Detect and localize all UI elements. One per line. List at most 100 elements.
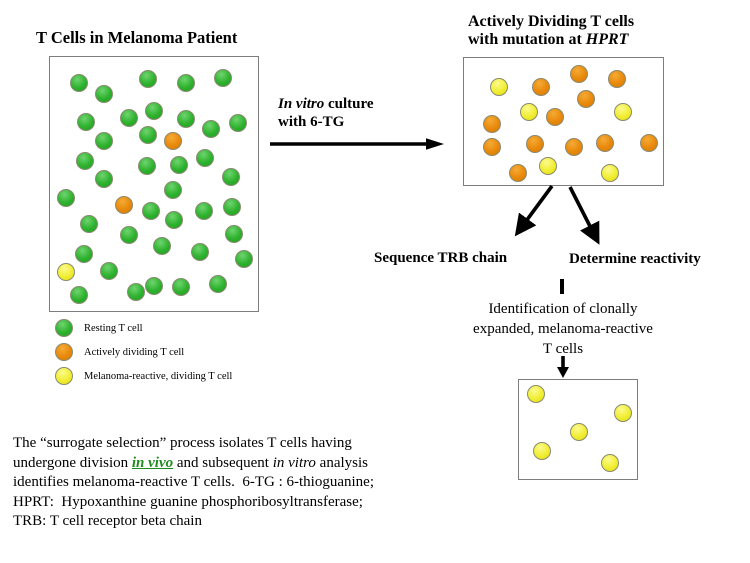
legend-label: Resting T cell (84, 322, 143, 334)
green-cell (120, 109, 138, 127)
green-cell (80, 215, 98, 233)
green-cell (145, 277, 163, 295)
text-segment: TRB: T cell receptor beta chain (13, 513, 202, 529)
legend-item: Resting T cell (55, 319, 232, 337)
green-cell (153, 237, 171, 255)
green-cell (170, 156, 188, 174)
text-segment: with 6-TG (278, 114, 345, 130)
green-cell (191, 243, 209, 261)
orange-cell (483, 138, 501, 156)
green-cell (139, 126, 157, 144)
yellow-cell (601, 164, 619, 182)
green-cell (70, 74, 88, 92)
text-segment: in vivo (131, 454, 174, 471)
green-cell (139, 70, 157, 88)
orange-cell (608, 70, 626, 88)
green-cell (145, 102, 163, 120)
orange-cell (546, 108, 564, 126)
green-cell (100, 262, 118, 280)
down-arrow-icon (557, 356, 569, 378)
green-cell (196, 149, 214, 167)
yellow-cell (614, 103, 632, 121)
green-cell (57, 189, 75, 207)
legend-item: Actively dividing T cell (55, 343, 232, 361)
orange-cell (483, 115, 501, 133)
green-cell (177, 74, 195, 92)
green-cell (172, 278, 190, 296)
caption-text: The “surrogate selection” process isolat… (13, 434, 493, 532)
text-segment: HPRT: Hypoxanthine guanine phosphoribosy… (13, 493, 363, 510)
isolated-tcells-box (518, 379, 638, 480)
text-segment: HPRT (585, 31, 629, 48)
green-cell (76, 152, 94, 170)
green-cell (127, 283, 145, 301)
yellow-cell (527, 385, 545, 403)
yellow-cell (57, 263, 75, 281)
culture-step-label: In vitro culture with 6-TG (278, 95, 374, 131)
text-segment: analysis (315, 454, 368, 471)
text-segment: culture (324, 96, 374, 112)
green-cell (202, 120, 220, 138)
green-cell (77, 113, 95, 131)
green-cell (138, 157, 156, 175)
text-segment: and subsequent (173, 454, 273, 471)
text-segment: In vitro (278, 96, 325, 112)
text-segment: identifies melanoma-reactive T cells. 6-… (13, 474, 374, 490)
green-cell (222, 168, 240, 186)
orange-cell (596, 134, 614, 152)
green-cell (164, 181, 182, 199)
yellow-cell (539, 157, 557, 175)
orange-cell (565, 138, 583, 156)
right-arrow-icon (270, 138, 444, 150)
green-cell-swatch-icon (55, 319, 73, 337)
left-panel-title: T Cells in Melanoma Patient (36, 28, 238, 47)
sequence-trb-label: Sequence TRB chain (374, 250, 508, 266)
yellow-cell (533, 442, 551, 460)
green-cell (142, 202, 160, 220)
green-cell (70, 286, 88, 304)
yellow-cell (520, 103, 538, 121)
right-panel-title: Actively Dividing T cells with mutation … (468, 13, 634, 49)
orange-cell (577, 90, 595, 108)
dividing-tcells-box (463, 57, 664, 186)
determine-reactivity-label: Determine reactivity (569, 251, 701, 267)
green-cell (214, 69, 232, 87)
orange-cell (509, 164, 527, 182)
orange-cell-swatch-icon (55, 343, 73, 361)
legend-label: Actively dividing T cell (84, 346, 185, 358)
branch-arrows-icon (514, 184, 600, 245)
orange-cell (115, 196, 133, 214)
text-segment: in vitro (272, 454, 316, 471)
legend-item: Melanoma-reactive, dividing T cell (55, 367, 232, 385)
orange-cell (526, 135, 544, 153)
yellow-cell (601, 454, 619, 472)
green-cell (223, 198, 241, 216)
orange-cell (532, 78, 550, 96)
green-cell (195, 202, 213, 220)
yellow-cell (614, 404, 632, 422)
yellow-cell (570, 423, 588, 441)
identification-label: Identification of clonally expanded, mel… (473, 301, 653, 357)
orange-cell (570, 65, 588, 83)
green-cell (165, 211, 183, 229)
green-cell (95, 85, 113, 103)
green-cell (120, 226, 138, 244)
text-segment: undergone division (13, 454, 132, 471)
yellow-cell (490, 78, 508, 96)
text-segment: with mutation at (468, 31, 586, 48)
green-cell (229, 114, 247, 132)
green-cell (75, 245, 93, 263)
green-cell (95, 132, 113, 150)
text-segment: The “surrogate selection” process isolat… (13, 435, 352, 451)
green-cell (225, 225, 243, 243)
connector-bar (560, 279, 564, 294)
orange-cell (164, 132, 182, 150)
legend-label: Melanoma-reactive, dividing T cell (84, 370, 233, 382)
yellow-cell-swatch-icon (55, 367, 73, 385)
green-cell (95, 170, 113, 188)
green-cell (209, 275, 227, 293)
orange-cell (640, 134, 658, 152)
patient-tcells-box (49, 56, 259, 312)
